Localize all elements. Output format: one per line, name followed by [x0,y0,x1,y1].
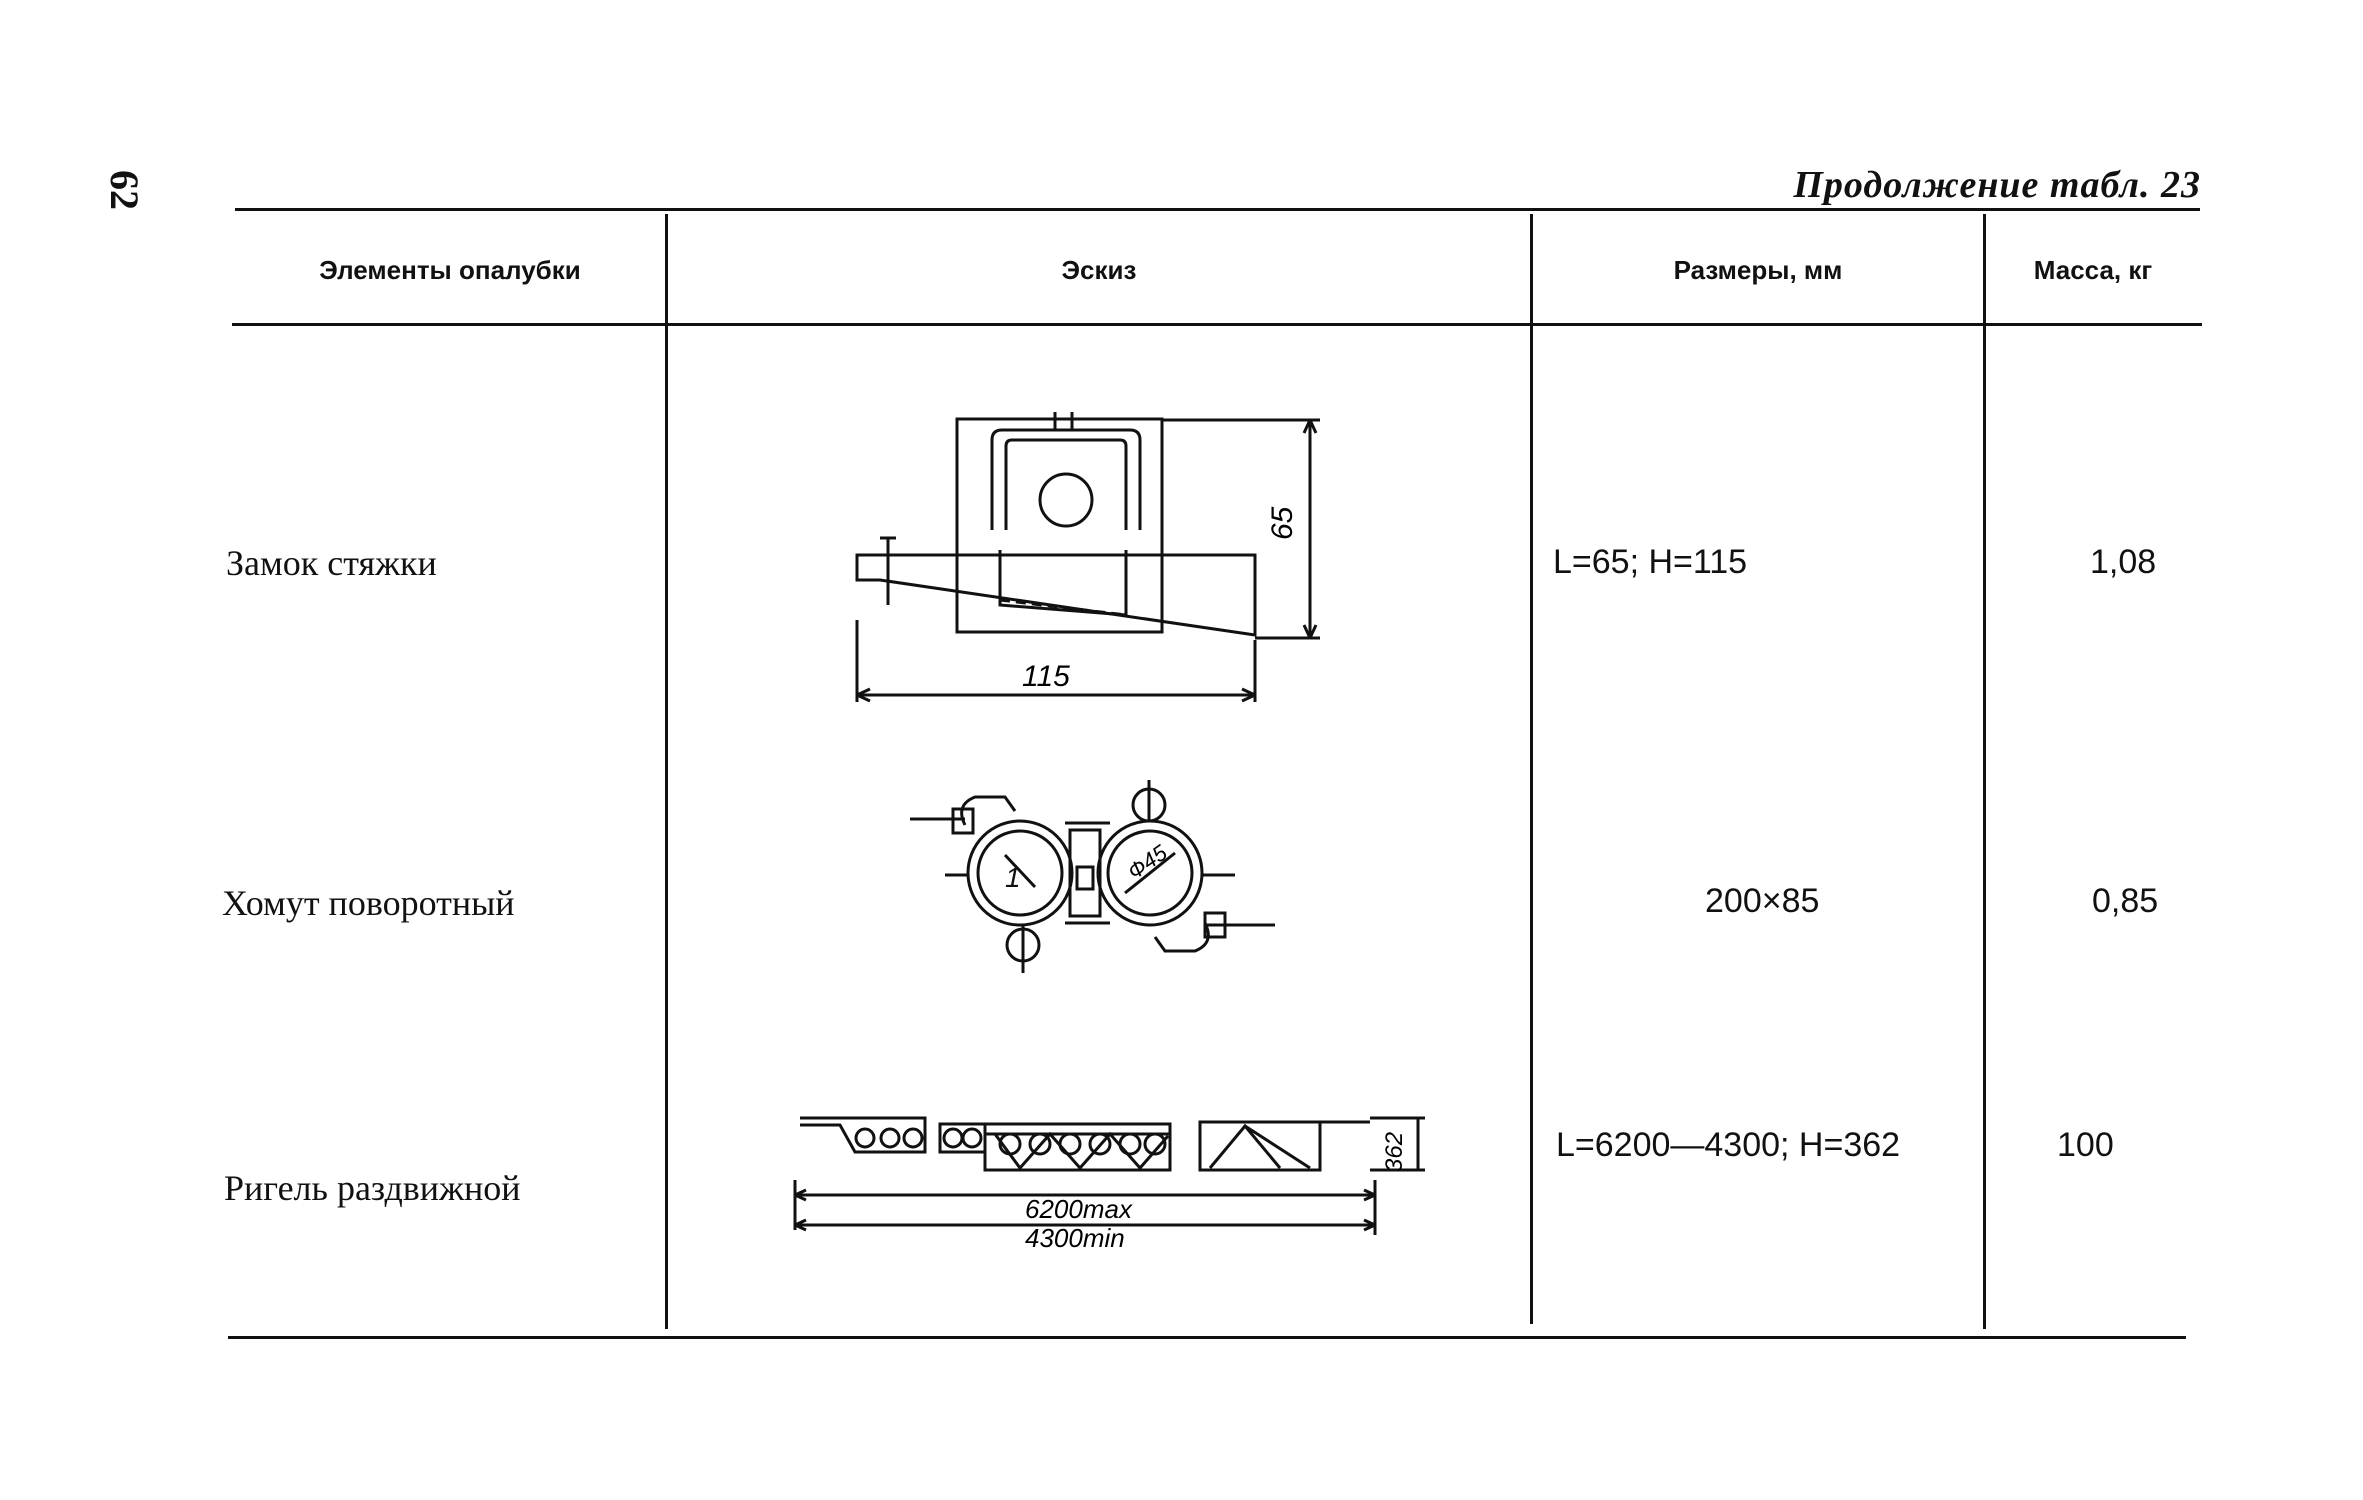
tie-lock-sketch: 65 115 [855,412,1320,703]
row-1-mass: 1,08 [2090,543,2157,581]
swivel-clamp-diameter-label: Ф45 [1123,839,1172,884]
tie-lock-length-label: 115 [1022,660,1070,693]
column-divider-2 [1530,214,1533,1324]
tie-lock-height-label: 65 [1266,506,1299,540]
girder-max-label: 6200max [1025,1194,1133,1224]
telescopic-girder-sketch: 362 6200max 4300min [793,1116,1425,1253]
table-top-rule [235,208,2200,211]
table-header-rule [232,323,2202,326]
header-dimensions: Размеры, мм [1673,255,1843,285]
svg-text:1: 1 [1005,862,1021,893]
column-divider-3 [1983,214,1986,1329]
row-2-name: Хомут поворотный [222,883,515,923]
row-3-name: Ригель раздвижной [224,1168,521,1208]
header-elements: Элементы опалубки [319,255,581,285]
row-2-mass: 0,85 [2092,882,2159,920]
row-1-dimensions: L=65; H=115 [1553,543,1748,581]
table-continuation-caption: Продолжение табл. 23 [1793,164,2201,206]
row-3-dimensions: L=6200—4300; H=362 [1556,1126,1901,1164]
row-1-name: Замок стяжки [226,543,437,583]
page-number: 62 [102,170,147,210]
row-2-dimensions: 200×85 [1705,882,1820,920]
table-bottom-rule [228,1336,2186,1339]
swivel-clamp-sketch: 1 Ф45 [910,780,1275,973]
header-sketch: Эскиз [1061,255,1137,285]
girder-height-label: 362 [1381,1132,1408,1172]
header-mass: Масса, кг [2033,255,2153,285]
column-divider-1 [665,214,668,1329]
row-3-mass: 100 [2057,1126,2114,1164]
girder-min-label: 4300min [1025,1223,1125,1253]
